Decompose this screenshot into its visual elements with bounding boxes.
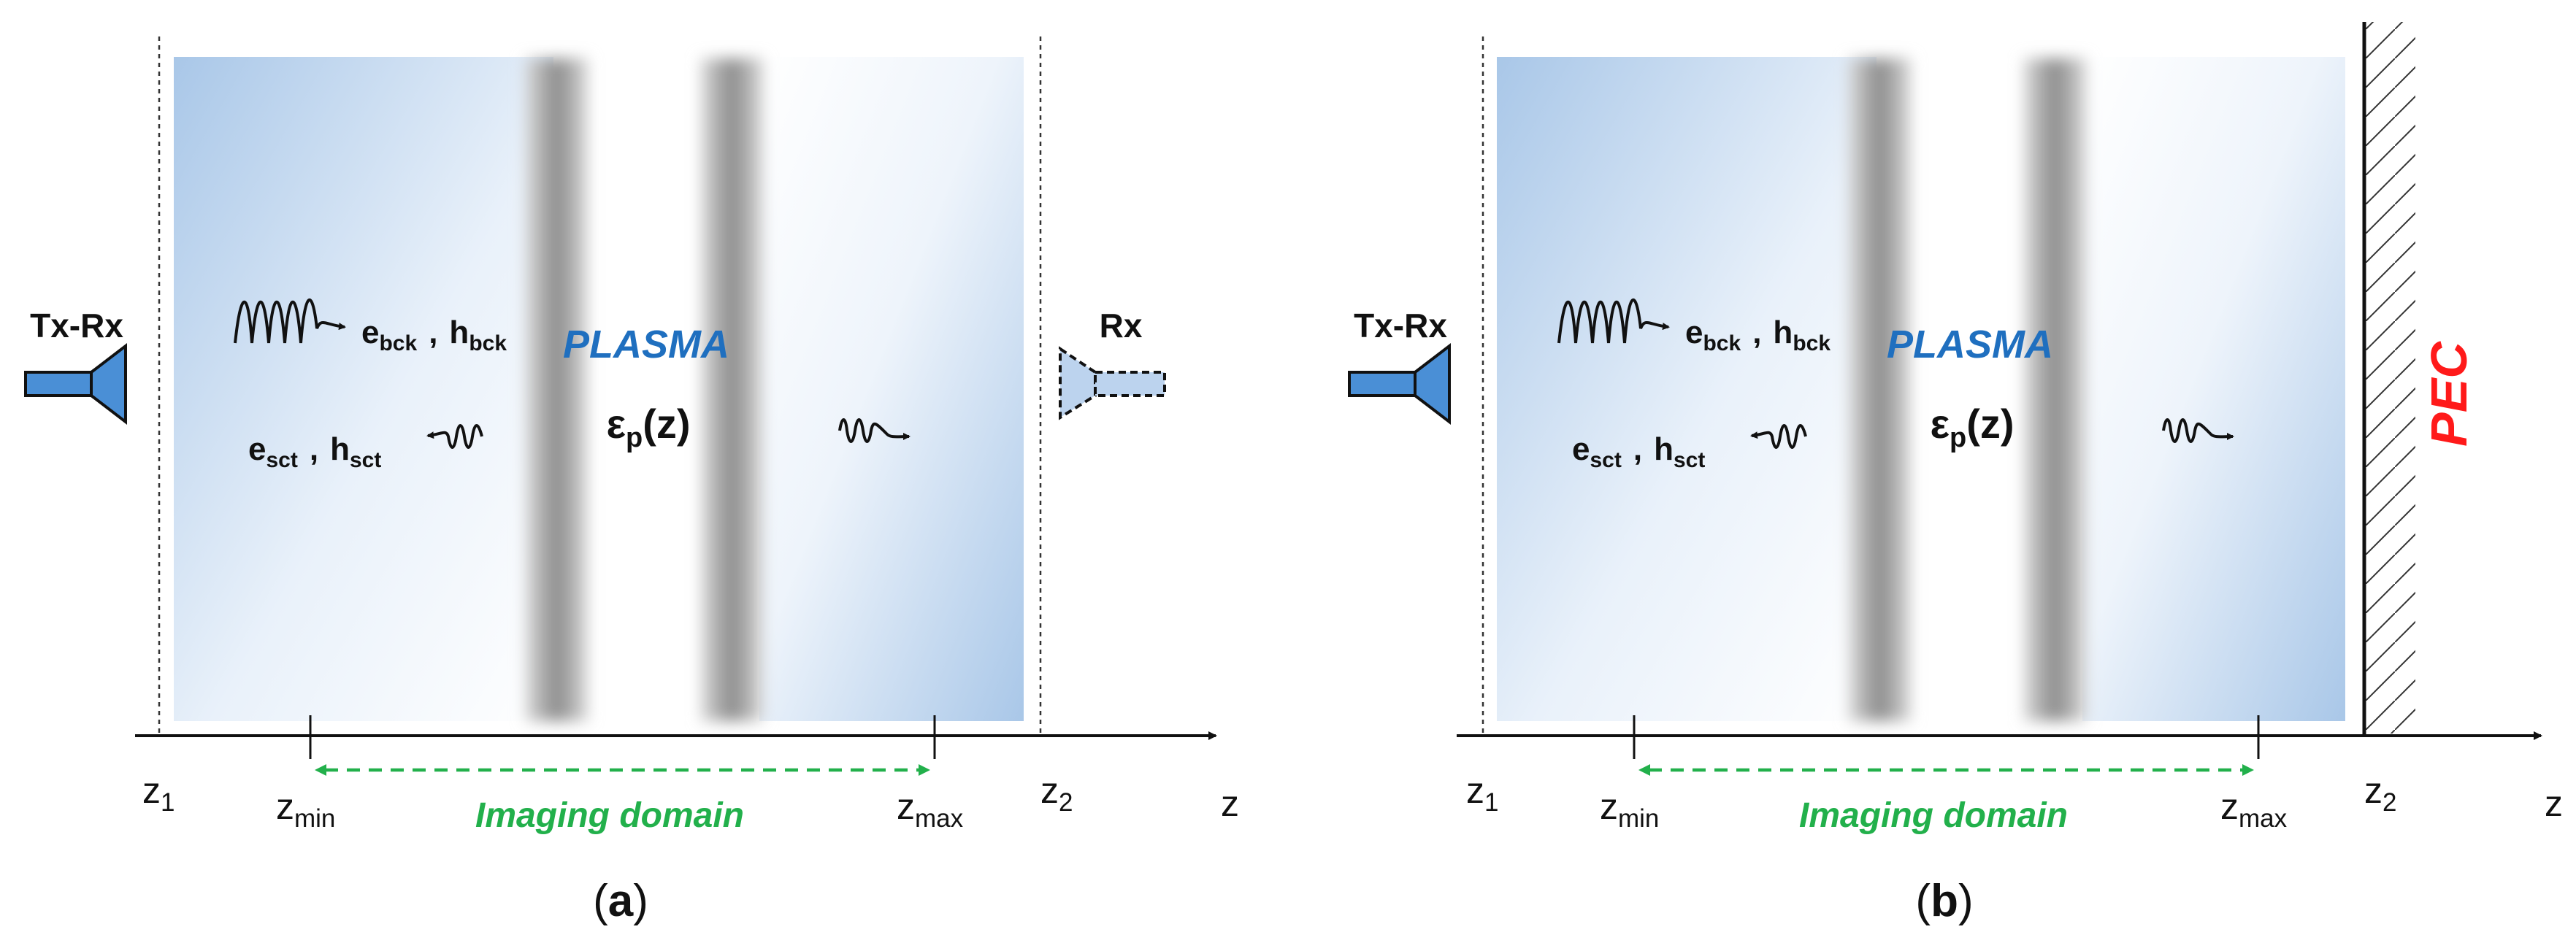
panel-b-zmax-label-base: z: [2220, 786, 2239, 827]
panel-b-caption: (b): [1915, 876, 1973, 926]
plasma-slab-back: [701, 58, 763, 721]
panel-b-eps-arg: (z): [1966, 401, 2014, 447]
panel-b-h-sct-sub: sct: [1674, 448, 1705, 472]
panel-b: [1348, 22, 2542, 776]
panel-b-z1-label-sub: 1: [1484, 788, 1498, 817]
right-medium-gradient: [759, 57, 1024, 721]
panel-b-h-bck-sub: bck: [1793, 331, 1831, 355]
panel-a-eps-symbol: ε: [606, 401, 626, 447]
panel-a-bck-fields-label: ebck,hbck: [361, 315, 507, 355]
panel-b-zmin-label: zmin: [1600, 786, 1659, 833]
panel-a-z-label: z: [1221, 783, 1239, 824]
panel-a-h-sct-sub: sct: [350, 448, 381, 472]
panel-b-eps-symbol: ε: [1930, 401, 1950, 447]
panel-a-e-bck-sub: bck: [379, 331, 417, 355]
pec-wall: [2362, 22, 2415, 736]
panel-a-caption-close: ): [633, 876, 648, 926]
panel-a-permittivity-label: εp(z): [606, 401, 690, 453]
panel-b-bck-fields-label: ebck,hbck: [1685, 315, 1831, 355]
panel-a: [24, 36, 1217, 776]
right-medium-gradient: [2082, 57, 2345, 721]
scattered-wave-icon: [1750, 424, 1807, 449]
rx-antenna-icon: [1059, 346, 1166, 420]
panel-a-imaging-domain-label: Imaging domain: [475, 796, 744, 835]
panel-a-zmin-label-base: z: [276, 786, 294, 827]
panel-b-zmin-label-base: z: [1600, 786, 1618, 827]
left-medium-gradient: [174, 57, 553, 721]
panel-a-eps-sub: p: [626, 423, 643, 453]
panel-a-z2-label-sub: 2: [1059, 788, 1073, 817]
panel-b-z-label: z: [2545, 783, 2563, 824]
panel-a-zmax-label: zmax: [897, 786, 964, 833]
panel-b-plasma-label: PLASMA: [1887, 323, 2053, 366]
panel-a-z1-label-base: z: [142, 770, 161, 811]
panel-a-zmax-label-sub: max: [915, 804, 964, 833]
panel-a-zmin-label: zmin: [276, 786, 335, 833]
panel-b-zmin-label-sub: min: [1618, 804, 1659, 833]
panel-b-zmax-label: zmax: [2220, 786, 2288, 833]
panel-b-bck-comma: ,: [1752, 315, 1761, 350]
panel-a-z1-label-sub: 1: [161, 788, 175, 817]
panel-a-h-sct: h: [330, 431, 350, 467]
panel-b-sct-comma: ,: [1633, 431, 1642, 467]
panel-a-h-bck-sub: bck: [469, 331, 507, 355]
panel-a-caption-letter: a: [608, 876, 634, 926]
panel-b-e-bck: e: [1685, 315, 1703, 350]
incident-wave-icon: [234, 299, 346, 344]
panel-b-caption-open: (: [1915, 876, 1931, 926]
panel-b-imaging-domain-label: Imaging domain: [1799, 796, 2068, 835]
panel-a-tx-rx-label: Tx-Rx: [30, 307, 123, 344]
panel-a-e-sct-sub: sct: [266, 448, 297, 472]
panel-b-pec-label: PEC: [2420, 341, 2477, 447]
panel-a-caption-open: (: [593, 876, 608, 926]
left-medium-gradient: [1497, 57, 1877, 721]
panel-a-rx-label: Rx: [1100, 307, 1143, 344]
panel-a-e-sct: e: [248, 431, 266, 467]
panel-a-e-bck: e: [361, 315, 379, 350]
panel-b-z1-label-base: z: [1466, 770, 1484, 811]
panel-b-zmax-label-sub: max: [2239, 804, 2288, 833]
plasma-slab-front: [1849, 58, 1911, 721]
panel-b-z2-label-sub: 2: [2383, 788, 2396, 817]
panel-b-e-sct-sub: sct: [1590, 448, 1621, 472]
panel-a-sct-comma: ,: [310, 431, 318, 467]
panel-b-z1-label: z1: [1466, 770, 1498, 817]
transmitted-wave-icon: [2162, 418, 2234, 443]
panel-b-h-sct: h: [1654, 431, 1674, 467]
panel-a-caption: (a): [593, 876, 648, 926]
panel-b-z2-label-base: z: [2364, 770, 2383, 811]
incident-wave-icon: [1557, 299, 1670, 344]
panel-b-tx-rx-label: Tx-Rx: [1354, 307, 1447, 344]
panel-a-h-bck: h: [449, 315, 469, 350]
panel-a-eps-arg: (z): [643, 401, 690, 447]
panel-a-z1-label: z1: [142, 770, 175, 817]
tx-rx-antenna-icon: [24, 342, 127, 426]
panel-b-z2-label: z2: [2364, 770, 2396, 817]
tx-rx-antenna-icon: [1348, 342, 1451, 426]
plasma-slab-back: [2024, 58, 2086, 721]
plasma-slab-front: [526, 58, 588, 721]
panel-a-plasma-label: PLASMA: [563, 323, 729, 366]
panel-b-caption-letter: b: [1931, 876, 1958, 926]
panel-a-sct-fields-label: esct,hsct: [248, 431, 381, 472]
panel-b-e-sct: e: [1572, 431, 1590, 467]
transmitted-wave-icon: [838, 418, 911, 443]
panel-b-caption-close: ): [1958, 876, 1974, 926]
panel-a-z2-label-base: z: [1040, 770, 1059, 811]
scattered-wave-icon: [426, 424, 483, 449]
panel-a-zmin-label-sub: min: [294, 804, 335, 833]
panel-b-sct-fields-label: esct,hsct: [1572, 431, 1705, 472]
panel-a-bck-comma: ,: [429, 315, 437, 350]
panel-b-h-bck: h: [1773, 315, 1793, 350]
panel-a-z2-label: z2: [1040, 770, 1073, 817]
panel-b-e-bck-sub: bck: [1703, 331, 1741, 355]
panel-b-eps-sub: p: [1950, 423, 1966, 453]
panel-a-zmax-label-base: z: [897, 786, 915, 827]
panel-b-permittivity-label: εp(z): [1930, 401, 2014, 453]
